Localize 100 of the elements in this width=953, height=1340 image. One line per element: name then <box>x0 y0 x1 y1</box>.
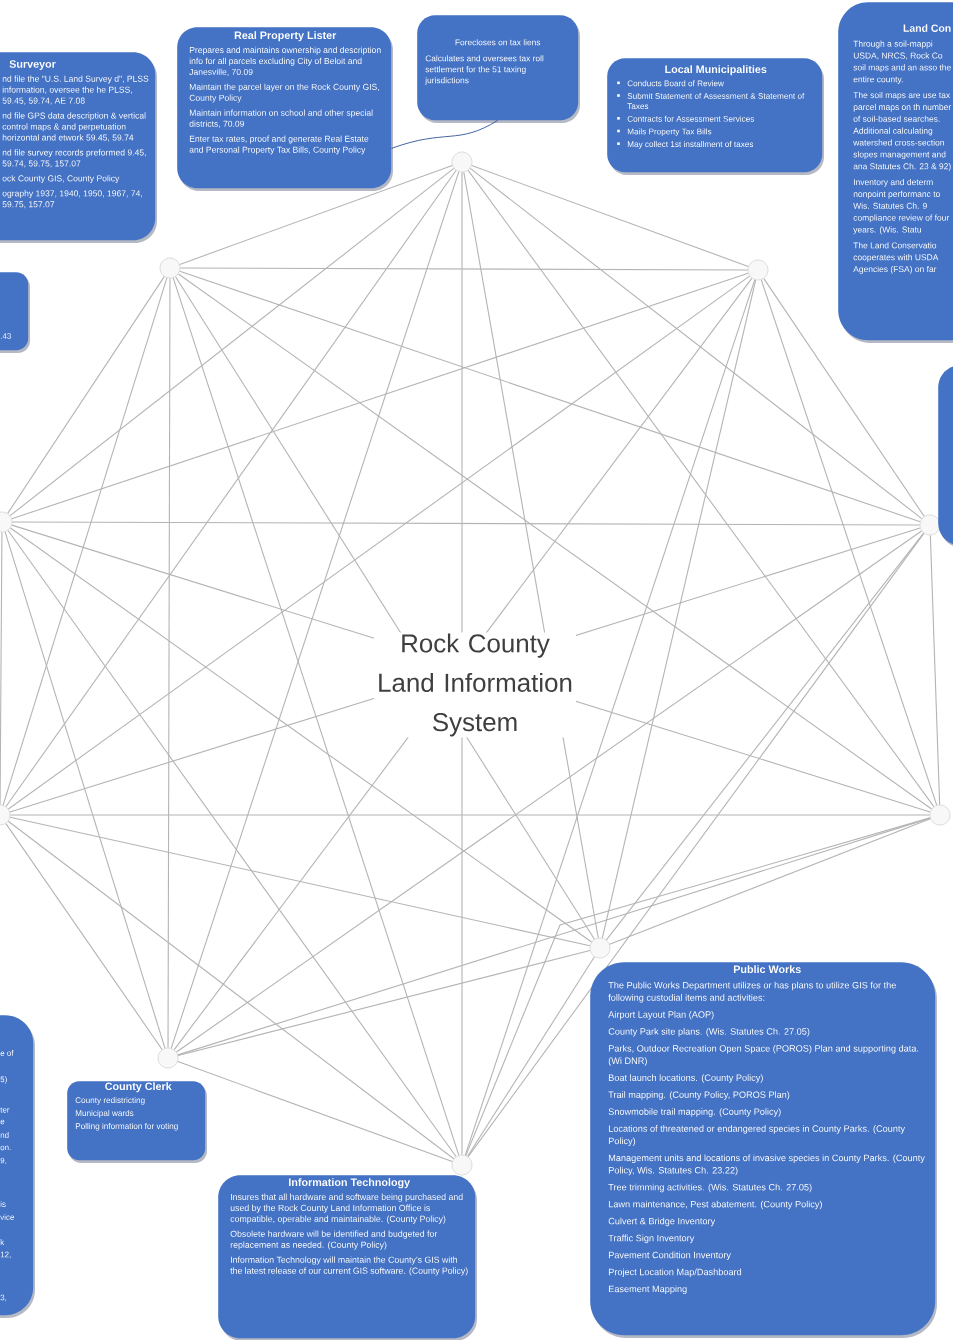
body-text: nd file GPS data description & vertical control maps & and perpetuation horizontal and etwork 59.45, 59.74 <box>2 112 146 142</box>
connector-line <box>763 278 925 517</box>
connector-line <box>179 267 749 271</box>
body-text: Obsolete hardware will be identified and budgeted for replacement as needed. (County Policy) <box>230 1230 438 1250</box>
body-text: Lawn maintenance, Pest abatement. (County Policy) <box>608 1200 822 1210</box>
info-box <box>0 1015 35 1318</box>
body-text: ock County GIS, County Policy <box>2 175 120 184</box>
connector-line <box>467 169 935 808</box>
connector-line <box>9 816 591 947</box>
box-heading: Public Works <box>733 965 801 974</box>
diagram-title: Rock County Land Information System <box>374 632 576 738</box>
info-box <box>417 15 580 123</box>
connector-line <box>469 167 923 520</box>
connector-line <box>609 818 931 945</box>
body-text: Tree trimming activities. (Wis. Statutes Ch. 27.05) <box>608 1183 812 1193</box>
connector-line <box>7 275 751 810</box>
connector-line <box>177 273 933 810</box>
box-heading: County Clerk <box>105 1082 172 1093</box>
connector-line <box>390 119 499 149</box>
connector-line <box>177 950 591 1056</box>
body-text: The Public Works Department utilizes or has plans to utilize GIS for the following custodial items and activities: <box>608 981 896 1003</box>
body-text: The soil maps are use tax parcel maps on th number of soil-based searches. Additional calculating watershed cross-section slopes management and ana Statutes Ch. 23 & 92) <box>853 91 952 171</box>
body-text: Snowmobile trail mapping. (County Policy) <box>608 1108 781 1117</box>
list-item: Submit Statement of Assessment & Statement of Taxes <box>627 92 805 110</box>
connector-line <box>7 276 165 514</box>
body-text: nd file the "U.S. Land Survey d", PLSS information, oversee the he PLSS, 59.45, 59.74, AE 7.08 <box>2 75 149 105</box>
box-heading: Information Technology <box>289 1178 411 1189</box>
info-box <box>218 1175 477 1340</box>
body-text: The Land Conservatio cooperates with USDA Agencies (FSA) on far <box>853 242 939 274</box>
connector-line <box>179 165 453 265</box>
list-item: May collect 1st installment of taxes <box>627 141 754 149</box>
connector-line <box>2 277 168 806</box>
connector-line <box>760 279 938 806</box>
junction-circle <box>451 1154 473 1176</box>
junction-circle <box>589 937 611 959</box>
connector-line <box>929 534 941 806</box>
info-box <box>838 2 953 343</box>
connector-line <box>9 814 931 816</box>
body-text: Enter tax rates, proof and generate Real Estate and Personal Property Tax Bills, County Policy <box>189 135 369 155</box>
junction-circle <box>747 259 769 281</box>
body-text: Trail mapping. (County Policy, POROS Plan) <box>608 1091 790 1100</box>
body-text: County Park site plans. (Wis. Statutes Ch. 27.05) <box>608 1028 810 1037</box>
connector-line <box>11 272 749 520</box>
connector-line <box>11 521 921 526</box>
body-text: Municipal wards <box>75 1110 134 1118</box>
junction-circle <box>159 257 181 279</box>
body-text: Pavement Condition Inventory <box>608 1251 731 1261</box>
info-box <box>590 962 937 1338</box>
connector-line <box>179 270 921 523</box>
body-text: Calculates and oversees tax roll settlement for the 51 taxing jurisdictions <box>425 55 544 85</box>
body-text: nd file survey records preformed 9.45, 59.74, 59.75, 157.07 <box>2 149 146 168</box>
connector-line <box>172 277 460 1156</box>
list-item: Contracts for Assessment Services <box>627 115 755 122</box>
body-text: Culvert & Bridge Inventory <box>608 1217 716 1227</box>
body-text: Inventory and determ nonpoint performanc to Wis. Statutes Ch. 9 compliance review of four years. (Wis. Statu <box>853 178 950 235</box>
connector-line <box>7 820 455 1160</box>
connector-line <box>167 277 171 1049</box>
connector-line <box>0 531 3 806</box>
body-text: County redistricting <box>75 1097 145 1105</box>
body-text: Parks, Outdoor Recreation Open Space (POROS) Plan and supporting data. (Wi DNR) <box>608 1044 919 1066</box>
body-text: Through a soil-mappi USDA, NRCS, Rock Co soil maps and an asso the entire county. <box>853 40 951 84</box>
junction-circle <box>929 804 951 826</box>
body-text: Forecloses on tax liens <box>455 39 541 46</box>
connector-line <box>605 532 925 941</box>
box-heading: Land Con <box>903 24 951 32</box>
info-box <box>67 1081 207 1163</box>
connector-line <box>461 171 463 1156</box>
junction-circle <box>919 514 941 536</box>
body-text: Traffic Sign Inventory <box>608 1234 695 1244</box>
body-text: Project Location Map/Dashboard <box>608 1268 742 1278</box>
body-text: ography 1937, 1940, 1950, 1967, 74, 59.75, 157.07 <box>2 190 142 209</box>
connector-line <box>5 169 457 808</box>
body-text: Maintain information on school and other special districts, 70.09 <box>189 109 373 128</box>
connector-line <box>9 527 593 943</box>
connector-line <box>464 279 756 1156</box>
body-text: Insures that all hardware and software being purchased and used by the Rock County Land Information Office is compatible, operable and maintainable. (County Policy) <box>230 1193 463 1224</box>
connector-line <box>5 823 163 1050</box>
info-box <box>607 58 824 175</box>
body-text: Easement Mapping <box>608 1285 687 1294</box>
connector-line <box>176 530 923 1053</box>
connector-line <box>467 532 925 1158</box>
connector-line <box>7 529 457 1158</box>
box-heading: Local Municipalities <box>665 65 767 76</box>
info-box <box>938 365 953 548</box>
body-text: Boat launch locations. (County Policy) <box>608 1074 763 1083</box>
info-box <box>177 27 393 191</box>
body-text: Management units and locations of invasive species in County Parks. (County Policy, Wis. Statutes Ch. 23.22) <box>608 1154 925 1176</box>
connector-line <box>465 817 931 1156</box>
connector-line <box>601 279 757 939</box>
connector-line <box>170 171 460 1049</box>
info-box <box>0 272 30 353</box>
box-heading: Surveyor <box>9 60 56 70</box>
connector-line <box>467 956 595 1157</box>
list-item: Conducts Board of Review <box>627 80 724 87</box>
connector-line <box>9 167 455 517</box>
connector-line <box>177 1061 453 1162</box>
junction-circle <box>157 1047 179 1069</box>
connector-line <box>4 531 166 1049</box>
list-item: Mails Property Tax Bills <box>627 128 712 136</box>
body-text: Information Technology will maintain the County’s GIS with the latest release of our current GIS software. (County Policy) <box>230 1256 468 1276</box>
